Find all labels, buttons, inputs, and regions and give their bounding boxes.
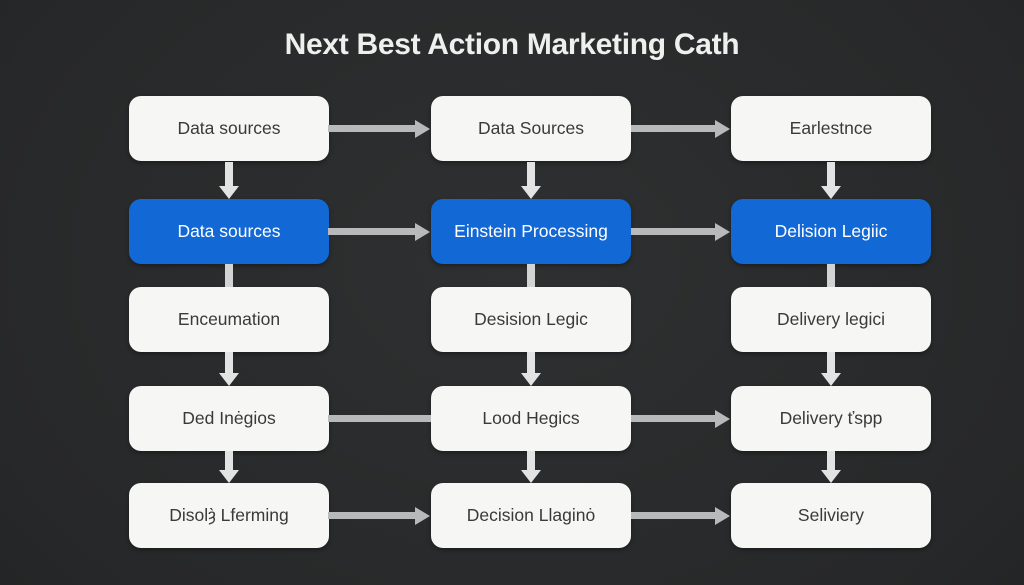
arrow-down-icon — [225, 352, 233, 373]
arrow-right-icon — [328, 125, 415, 132]
flow-node-label: Ded Inėgios — [182, 408, 276, 428]
flow-node-earlestnce: Earlestnce — [731, 96, 931, 161]
flow-node-desision-legic: Desision Legic — [431, 287, 631, 352]
flow-node-data-sources-blue: Data sources — [129, 199, 329, 264]
arrow-right-icon — [328, 228, 415, 235]
flow-node-ded-inegios: Ded Inėgios — [129, 386, 329, 451]
connector-line — [527, 264, 535, 287]
arrow-down-icon — [527, 451, 535, 470]
arrow-down-icon — [527, 352, 535, 373]
flow-node-seliviery: Seliviery — [731, 483, 931, 548]
flow-node-enceumation: Enceumation — [129, 287, 329, 352]
connector-line — [225, 264, 233, 287]
flow-node-label: Delivery ťspp — [779, 408, 883, 428]
flow-node-label: Delision Legiic — [774, 221, 888, 241]
arrow-right-icon — [631, 125, 715, 132]
flow-node-decision-llagino: Decision Llaginȯ — [431, 483, 631, 548]
arrow-down-icon — [827, 352, 835, 373]
connector-line — [827, 264, 835, 287]
flow-node-disol-lferming: Disolȝ̀ Lferming — [129, 483, 329, 548]
flow-node-data-sources-2: Data Sources — [431, 96, 631, 161]
flow-node-label: Data sources — [177, 221, 281, 241]
flow-node-label: Decision Llaginȯ — [466, 505, 596, 525]
flow-node-label: Enceumation — [177, 309, 281, 329]
flow-node-data-sources-1: Data sources — [129, 96, 329, 161]
arrow-down-icon — [527, 162, 535, 186]
arrow-down-icon — [827, 451, 835, 470]
arrow-down-icon — [827, 162, 835, 186]
arrow-right-icon — [631, 512, 715, 519]
arrow-right-icon — [631, 415, 715, 422]
flow-node-label: Earlestnce — [789, 118, 873, 138]
diagram-title: Next Best Action Marketing Cath — [284, 28, 740, 61]
flow-node-einstein-processing: Einstein Processing — [431, 199, 631, 264]
flow-node-delivery-tspp: Delivery ťspp — [731, 386, 931, 451]
flow-node-delision-legiic: Delision Legiic — [731, 199, 931, 264]
flow-node-label: Data sources — [177, 118, 281, 138]
flow-node-label: Einstein Processing — [454, 221, 608, 241]
flow-node-label: Data Sources — [477, 118, 585, 138]
flow-node-lood-hegics: Lood Hegics — [431, 386, 631, 451]
arrow-right-icon — [328, 512, 415, 519]
arrow-right-icon — [631, 228, 715, 235]
arrow-down-icon — [225, 162, 233, 186]
flow-node-label: Disolȝ̀ Lferming — [169, 505, 289, 525]
flow-node-label: Desision Legic — [474, 309, 588, 329]
connector-line — [328, 415, 431, 422]
flow-node-label: Seliviery — [797, 505, 865, 525]
arrow-down-icon — [225, 451, 233, 470]
flow-node-delivery-legici: Delivery legici — [731, 287, 931, 352]
flow-node-label: Lood Hegics — [482, 408, 580, 428]
flow-node-label: Delivery legici — [777, 309, 885, 329]
